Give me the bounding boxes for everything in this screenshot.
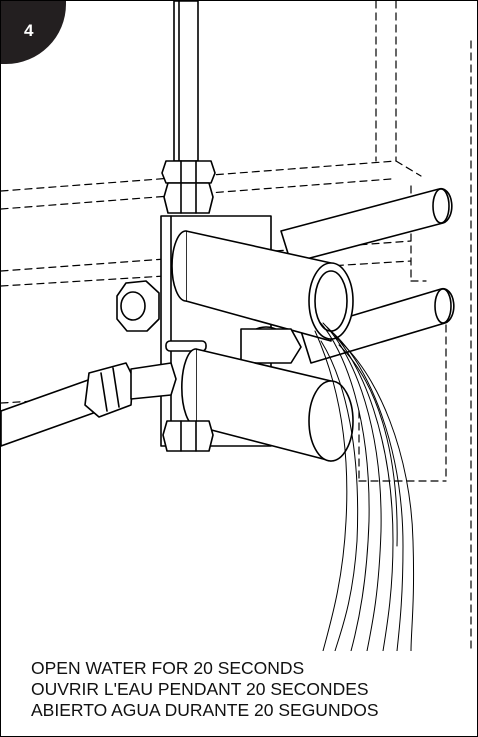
upper-outlet-cylinder xyxy=(171,230,354,342)
instruction-french: OUVRIR L'EAU PENDANT 20 SECONDES xyxy=(31,679,369,699)
riser-pipe xyxy=(173,1,199,162)
bottom-compression-nut xyxy=(162,420,214,452)
instruction-spanish: ABIERTO AGUA DURANTE 20 SEGUNDOS xyxy=(31,700,379,720)
instruction-english: OPEN WATER FOR 20 SECONDS xyxy=(31,658,305,678)
left-hex-nut xyxy=(116,280,160,332)
step-number: 4 xyxy=(24,21,34,40)
back-pipes xyxy=(280,187,455,364)
shower-valve-open-water-icon xyxy=(1,1,472,651)
top-compression-nut xyxy=(161,160,216,214)
water-stream xyxy=(314,320,415,651)
left-inlet-pipe xyxy=(1,362,177,447)
instruction-captions: OPEN WATER FOR 20 SECONDS OUVRIR L'EAU P… xyxy=(31,658,471,721)
